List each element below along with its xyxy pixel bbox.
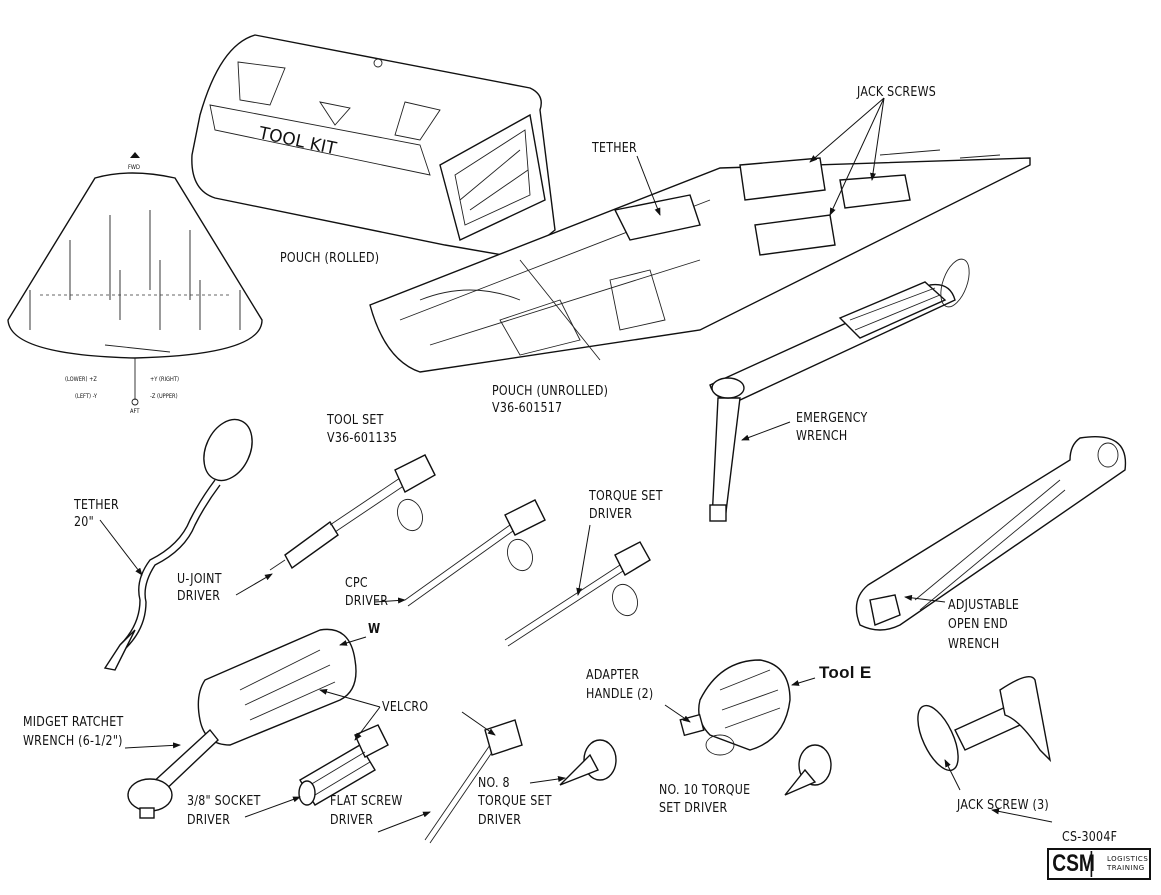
tether-top-label: TETHER [592, 141, 637, 156]
leader-lines [99, 97, 1053, 833]
tether-drawing [103, 418, 253, 671]
command-module-drawing [7, 152, 263, 406]
socket-driver-drawing [298, 724, 389, 806]
u-joint-label-2: DRIVER [177, 589, 221, 604]
jack-screws-label: JACK SCREWS [857, 85, 937, 100]
no8-label-2: TORQUE SET [478, 794, 552, 809]
adjustable-wrench-label-3: WRENCH [948, 637, 1000, 652]
fwd-label: FWD [128, 164, 140, 171]
u-joint-driver-drawing [269, 454, 436, 571]
tool-e-label: Tool E [819, 663, 872, 682]
adapter-handle-label-2: HANDLE (2) [586, 687, 654, 702]
no10-label-1: NO. 10 TORQUE [659, 783, 751, 798]
flat-screw-label-2: DRIVER [330, 813, 374, 828]
axis-lower-z: (LOWER) +Z [65, 376, 97, 383]
socket-driver-label-2: DRIVER [187, 813, 231, 828]
socket-driver-label-1: 3/8" SOCKET [187, 794, 261, 809]
jack-screw-3-label: JACK SCREW (3) [957, 798, 1049, 813]
tool-set-part-number: V36-601135 [327, 431, 398, 446]
document-id: CS-3004F [1062, 830, 1118, 845]
flat-screw-label-1: FLAT SCREW [330, 794, 403, 809]
velcro-label: VELCRO [382, 700, 429, 715]
logo-line-1: LOGISTICS [1107, 855, 1149, 863]
no8-label-1: NO. 8 [478, 776, 510, 791]
adjustable-wrench-drawing [855, 436, 1127, 631]
cpc-label-1: CPC [345, 576, 368, 591]
torque-set-label-2: DRIVER [589, 507, 633, 522]
adapter-handle-drawing [679, 659, 791, 756]
tether-20-label-1: TETHER [74, 498, 119, 513]
emergency-wrench-label-1: EMERGENCY [796, 411, 868, 426]
u-joint-label-1: U-JOINT [177, 572, 222, 587]
midget-ratchet-label-2: WRENCH (6-1/2") [23, 734, 123, 749]
axis-right-y: +Y (RIGHT) [150, 376, 179, 383]
pouch-rolled-label: POUCH (ROLLED) [280, 251, 380, 266]
pouch-unrolled-drawing [369, 149, 1031, 373]
w-mark-label: W [368, 622, 381, 637]
no8-driver-drawing [559, 739, 617, 786]
no10-label-2: SET DRIVER [659, 801, 728, 816]
pouch-unrolled-part-number: V36-601517 [492, 401, 563, 416]
emergency-wrench-label-2: WRENCH [796, 429, 848, 444]
csm-logistics-training-logo: CSM LOGISTICS TRAINING [1047, 848, 1151, 880]
csm-logo-mark: CSM [1049, 851, 1095, 877]
jack-screw-drawing [917, 676, 1052, 772]
torque-set-driver-drawing [504, 541, 651, 647]
midget-ratchet-drawing [127, 628, 357, 819]
tool-set-label: TOOL SET [327, 413, 384, 428]
midget-ratchet-label-1: MIDGET RATCHET [23, 715, 124, 730]
adjustable-wrench-label-1: ADJUSTABLE [948, 598, 1020, 613]
emergency-wrench-drawing [709, 258, 970, 522]
fwd-arrow-icon [130, 152, 140, 158]
cpc-driver-drawing [404, 499, 546, 607]
pouch-unrolled-label: POUCH (UNROLLED) [492, 384, 609, 399]
aft-label: AFT [130, 408, 140, 415]
no8-label-3: DRIVER [478, 813, 522, 828]
adjustable-wrench-label-2: OPEN END [948, 617, 1008, 632]
axis-upper-z: -Z (UPPER) [150, 393, 178, 400]
pouch-rolled-drawing: TOOL KIT [191, 34, 556, 259]
tether-20-label-2: 20" [74, 515, 94, 530]
adapter-handle-label-1: ADAPTER [586, 668, 640, 683]
logo-line-2: TRAINING [1107, 864, 1145, 872]
cpc-label-2: DRIVER [345, 594, 389, 609]
torque-set-label-1: TORQUE SET [589, 489, 663, 504]
no10-driver-drawing [784, 744, 832, 796]
axis-left-y: (LEFT) -Y [75, 393, 97, 400]
